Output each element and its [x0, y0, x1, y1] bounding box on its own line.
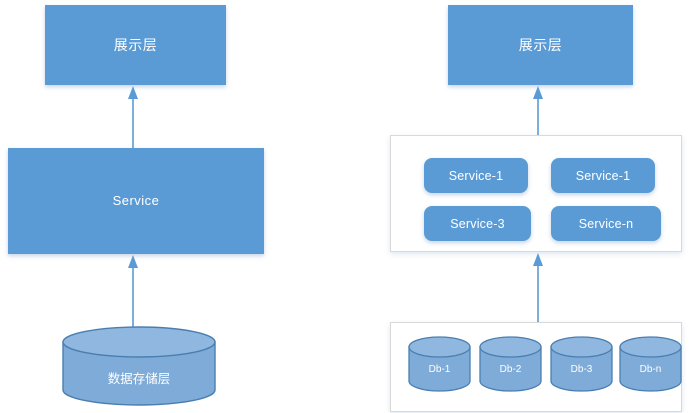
service-group-container: Service-1 Service-1 Service-3 Service-n — [390, 135, 682, 252]
arrow-left-storage-to-service — [125, 254, 141, 328]
database-cylinder-1[interactable]: Db-1 — [408, 336, 471, 392]
left-presentation-layer-label: 展示层 — [113, 36, 158, 53]
service-pill-4-label: Service-n — [578, 216, 634, 231]
left-presentation-layer-box[interactable]: 展示层 — [45, 5, 226, 85]
left-service-layer-label: Service — [112, 193, 160, 209]
right-presentation-layer-label: 展示层 — [518, 36, 563, 53]
arrow-right-databases-to-services — [530, 252, 546, 324]
service-pill-3[interactable]: Service-3 — [424, 206, 531, 241]
service-pill-2-label: Service-1 — [575, 168, 631, 183]
service-pill-1-label: Service-1 — [448, 168, 504, 183]
left-storage-layer-cylinder[interactable]: 数据存储层 — [62, 326, 216, 406]
left-service-layer-box[interactable]: Service — [8, 148, 264, 254]
arrow-right-services-to-presentation — [530, 85, 546, 135]
service-pill-3-label: Service-3 — [450, 216, 505, 231]
service-pill-1[interactable]: Service-1 — [424, 158, 528, 193]
right-presentation-layer-box[interactable]: 展示层 — [448, 5, 633, 85]
service-pill-2[interactable]: Service-1 — [551, 158, 655, 193]
database-cylinder-3[interactable]: Db-3 — [550, 336, 613, 392]
database-cylinder-2[interactable]: Db-2 — [479, 336, 542, 392]
arrow-left-service-to-presentation — [125, 85, 141, 148]
service-pill-4[interactable]: Service-n — [551, 206, 661, 241]
database-group-container: Db-1 Db-2 Db-3 Db-n — [390, 322, 682, 412]
database-cylinder-4[interactable]: Db-n — [619, 336, 682, 392]
